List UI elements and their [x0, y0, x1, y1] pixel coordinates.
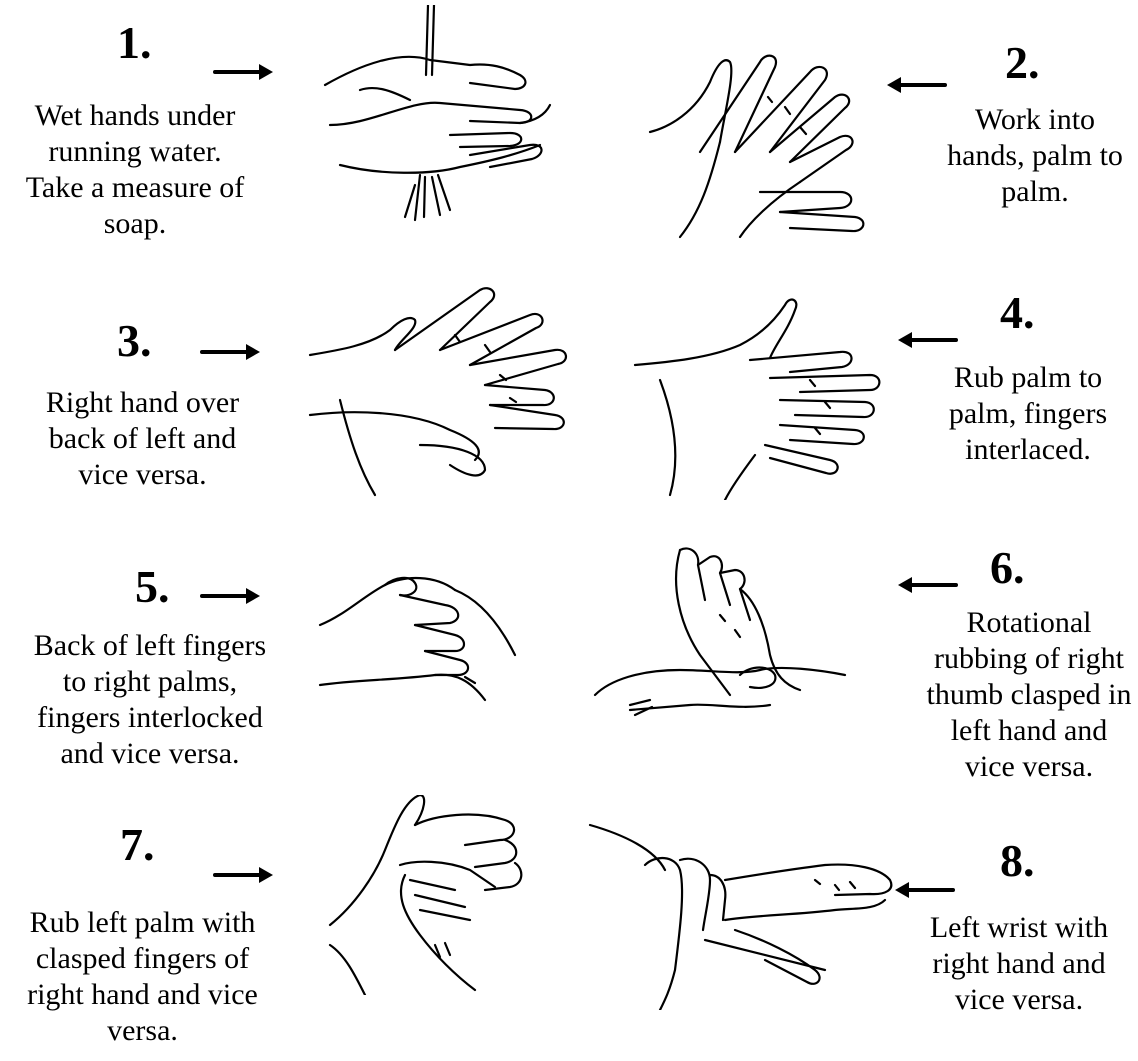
- hands-palm-to-palm-illustration: [640, 42, 880, 242]
- step-2-description: Work into hands, palm to palm.: [935, 102, 1135, 210]
- step-1-line: running water.: [0, 134, 270, 170]
- step-7-description: Rub left palm with clasped fingers of ri…: [0, 905, 285, 1049]
- step-5-line: and vice versa.: [0, 736, 300, 772]
- step-1-line: Wet hands under: [0, 98, 270, 134]
- hands-wrist-rubbing-illustration: [585, 820, 900, 1010]
- step-6-line: thumb clasped in: [920, 677, 1138, 713]
- step-3-description: Right hand over back of left and vice ve…: [10, 385, 275, 493]
- arrow-right-icon: [213, 865, 273, 885]
- step-4-line: interlaced.: [918, 432, 1138, 468]
- step-2-number: 2.: [1005, 40, 1040, 86]
- hands-interlaced-illustration: [630, 290, 885, 500]
- step-4-line: Rub palm to: [918, 360, 1138, 396]
- step-5-line: to right palms,: [0, 664, 300, 700]
- step-7-line: right hand and vice: [0, 977, 285, 1013]
- hands-back-of-hand-illustration: [300, 280, 585, 500]
- step-3-line: back of left and: [10, 421, 275, 457]
- step-2-line: palm.: [935, 174, 1135, 210]
- step-8-number: 8.: [1000, 838, 1035, 884]
- step-6-line: left hand and: [920, 713, 1138, 749]
- step-5-line: fingers interlocked: [0, 700, 300, 736]
- arrow-right-icon: [213, 62, 273, 82]
- step-2-line: hands, palm to: [935, 138, 1135, 174]
- hands-wetting-illustration: [320, 5, 570, 230]
- step-4-line: palm, fingers: [918, 396, 1138, 432]
- step-3-line: Right hand over: [10, 385, 275, 421]
- hands-clasped-fingers-illustration: [325, 795, 535, 995]
- step-4-number: 4.: [1000, 290, 1035, 336]
- step-5-line: Back of left fingers: [0, 628, 300, 664]
- arrow-left-icon: [898, 575, 958, 595]
- step-6-number: 6.: [990, 545, 1025, 591]
- step-1-number: 1.: [117, 20, 152, 66]
- step-4-description: Rub palm to palm, fingers interlaced.: [918, 360, 1138, 468]
- step-8-line: right hand and: [900, 946, 1138, 982]
- step-7-line: clasped fingers of: [0, 941, 285, 977]
- step-6-description: Rotational rubbing of right thumb claspe…: [920, 605, 1138, 785]
- step-5-description: Back of left fingers to right palms, fin…: [0, 628, 300, 772]
- step-1-line: soap.: [0, 206, 270, 242]
- step-6-line: vice versa.: [920, 749, 1138, 785]
- step-8-line: Left wrist with: [900, 910, 1138, 946]
- step-7-line: versa.: [0, 1013, 285, 1049]
- step-6-line: rubbing of right: [920, 641, 1138, 677]
- hands-thumb-rubbing-illustration: [590, 545, 850, 720]
- step-6-line: Rotational: [920, 605, 1138, 641]
- arrow-right-icon: [200, 586, 260, 606]
- step-8-description: Left wrist with right hand and vice vers…: [900, 910, 1138, 1018]
- hands-interlocked-fingers-illustration: [315, 565, 525, 705]
- step-3-line: vice versa.: [10, 457, 275, 493]
- step-5-number: 5.: [135, 564, 170, 610]
- step-8-line: vice versa.: [900, 982, 1138, 1018]
- arrow-right-icon: [200, 342, 260, 362]
- arrow-left-icon: [898, 330, 958, 350]
- step-7-number: 7.: [120, 822, 155, 868]
- step-1-description: Wet hands under running water. Take a me…: [0, 98, 270, 242]
- step-1-line: Take a measure of: [0, 170, 270, 206]
- step-7-line: Rub left palm with: [0, 905, 285, 941]
- arrow-left-icon: [895, 880, 955, 900]
- step-3-number: 3.: [117, 318, 152, 364]
- step-2-line: Work into: [935, 102, 1135, 138]
- arrow-left-icon: [887, 75, 947, 95]
